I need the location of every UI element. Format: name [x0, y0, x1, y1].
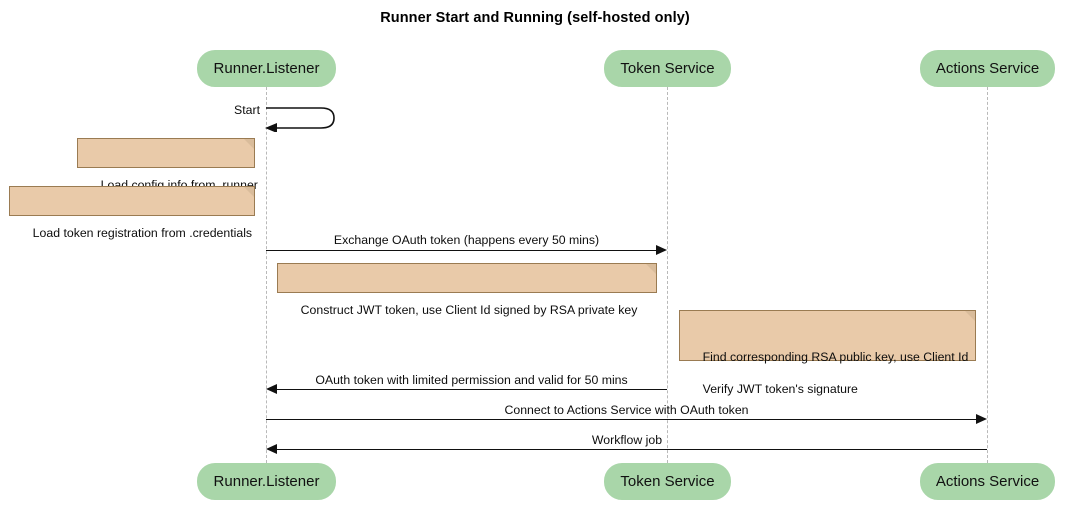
note-verify-jwt: Find corresponding RSA public key, use C…: [679, 310, 976, 396]
message-line-exchange-oauth: [266, 250, 657, 251]
note-load-token-registration: Load token registration from .credential…: [9, 186, 255, 240]
note-verify-jwt-line-2: Verify JWT token's signature: [702, 382, 858, 396]
note-fold-corner-icon: [244, 139, 254, 149]
participant-actions-service-top[interactable]: Actions Service: [920, 50, 1055, 87]
message-line-workflow-job: [276, 449, 987, 450]
arrowhead-left-workflow-job: [266, 444, 277, 454]
arrowhead-right-exchange-oauth: [656, 245, 667, 255]
lifeline-runner-listener: [266, 87, 267, 468]
note-fold-corner-icon: [646, 264, 656, 274]
participant-runner-listener-bottom[interactable]: Runner.Listener: [197, 463, 336, 500]
arrowhead-right-connect-actions: [976, 414, 987, 424]
message-label-exchange-oauth: Exchange OAuth token (happens every 50 m…: [333, 233, 600, 247]
message-label-start: Start: [234, 103, 260, 117]
participant-actions-service-bottom[interactable]: Actions Service: [920, 463, 1055, 500]
note-construct-jwt-text: Construct JWT token, use Client Id signe…: [300, 303, 638, 317]
message-label-workflow-job: Workflow job: [591, 433, 663, 447]
note-load-config: Load config info from .runner: [77, 138, 258, 192]
arrowhead-left-oauth-token-return: [266, 384, 277, 394]
lifeline-actions-service: [987, 87, 988, 468]
lifeline-token-service: [667, 87, 668, 468]
note-verify-jwt-line-1: Find corresponding RSA public key, use C…: [702, 350, 969, 364]
participant-token-service-bottom[interactable]: Token Service: [604, 463, 731, 500]
self-message-start-arrow: [265, 107, 335, 133]
participant-token-service-top[interactable]: Token Service: [604, 50, 731, 87]
message-line-oauth-token-return: [276, 389, 667, 390]
message-label-connect-actions: Connect to Actions Service with OAuth to…: [504, 403, 749, 417]
participant-runner-listener-top[interactable]: Runner.Listener: [197, 50, 336, 87]
note-fold-corner-icon: [965, 311, 975, 321]
message-line-connect-actions: [266, 419, 977, 420]
page-title: Runner Start and Running (self-hosted on…: [380, 10, 690, 26]
note-load-token-registration-text: Load token registration from .credential…: [32, 226, 253, 240]
self-message-start: [263, 104, 343, 137]
message-label-oauth-token-return: OAuth token with limited permission and …: [315, 373, 628, 387]
note-fold-corner-icon: [244, 187, 254, 197]
note-construct-jwt: Construct JWT token, use Client Id signe…: [277, 263, 657, 317]
